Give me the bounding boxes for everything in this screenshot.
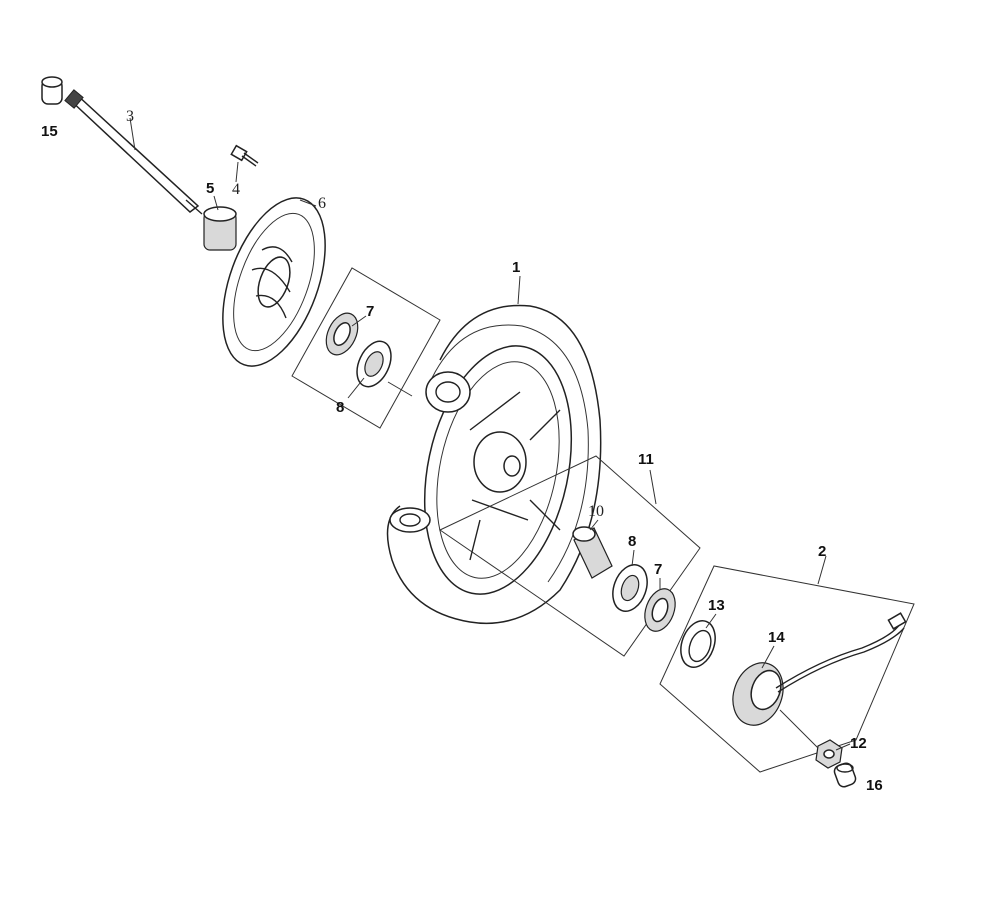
callout-1: 1 xyxy=(512,259,520,276)
callout-10: 10 xyxy=(588,503,604,520)
part-4-bolt xyxy=(230,144,259,167)
callout-14: 14 xyxy=(768,629,785,646)
part-6-brake-disc xyxy=(222,197,326,367)
part-16-cap xyxy=(833,762,857,788)
part-12-nut xyxy=(815,739,843,769)
callout-4: 4 xyxy=(232,181,240,198)
callout-2: 2 xyxy=(818,543,826,560)
callout-13: 13 xyxy=(708,597,725,614)
part-1-wheel xyxy=(386,304,602,625)
part-8-bearing-right xyxy=(612,564,648,612)
part-3-axle xyxy=(64,89,203,215)
part-8-bearing-left xyxy=(356,340,392,388)
callout-5: 5 xyxy=(206,180,214,197)
part-13-retainer xyxy=(680,620,716,668)
callout-7-left: 7 xyxy=(366,303,374,320)
part-15-cap-nut xyxy=(41,76,63,105)
callout-6: 6 xyxy=(318,195,326,212)
axis-line-right xyxy=(779,709,819,749)
gearbox-kit-frame xyxy=(659,565,915,773)
bearing-kit-frame-left xyxy=(291,267,441,429)
part-7-oil-seal-right xyxy=(644,588,676,632)
callout-15: 15 xyxy=(41,123,58,140)
callout-12: 12 xyxy=(850,735,867,752)
callout-8-right: 8 xyxy=(628,533,636,550)
part-5-collar xyxy=(203,206,237,251)
callout-7-right: 7 xyxy=(654,561,662,578)
callout-16: 16 xyxy=(866,777,883,794)
leader-lines xyxy=(129,117,851,751)
axis-line-left xyxy=(387,381,413,397)
callout-8-left: 8 xyxy=(336,399,344,416)
callout-3: 3 xyxy=(126,108,134,125)
bearing-kit-frame-right xyxy=(438,455,701,657)
part-10-distance-collar xyxy=(572,526,613,579)
part-7-oil-seal-left xyxy=(325,312,359,356)
callout-11: 11 xyxy=(638,451,654,468)
part-14-gearbox xyxy=(732,612,907,726)
